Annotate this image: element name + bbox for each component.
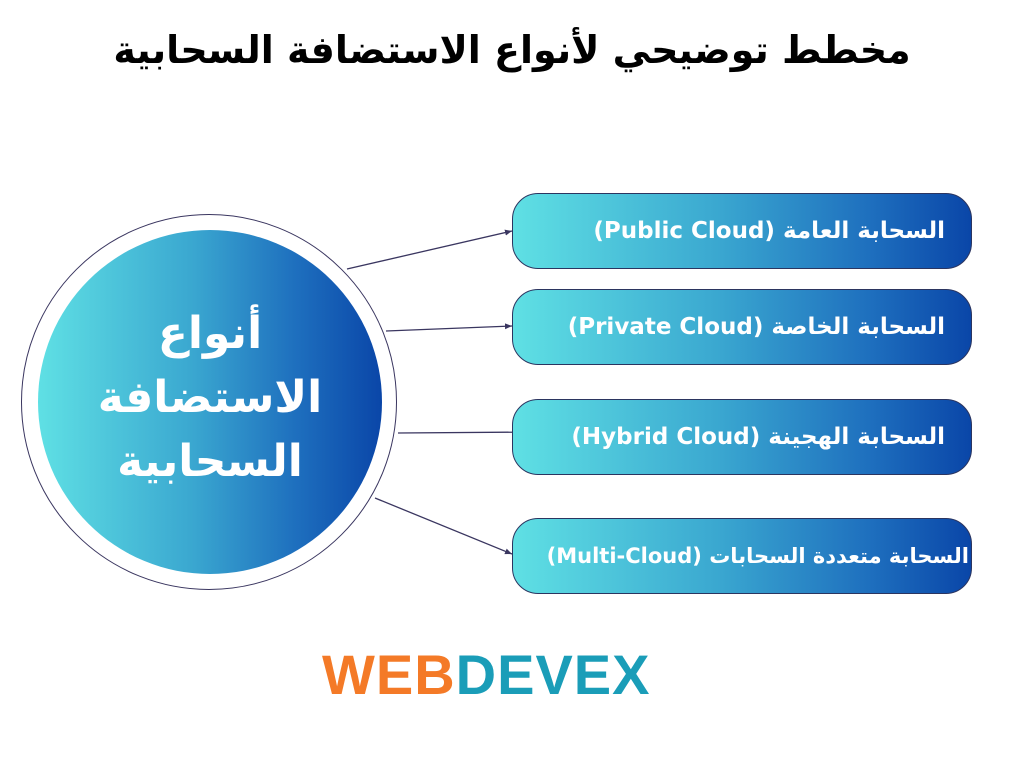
webdevex-logo: WEBDEVEX — [322, 640, 651, 710]
hub-circle: أنواع الاستضافة السحابية — [38, 230, 382, 574]
hub-label: أنواع الاستضافة السحابية — [98, 302, 322, 494]
connector-public-cloud — [346, 229, 513, 270]
connector-private-cloud — [385, 323, 513, 332]
diagram-title: مخطط توضيحي لأنواع الاستضافة السحابية — [113, 28, 911, 72]
hub-label-line-2: الاستضافة — [97, 372, 323, 423]
box-multi-cloud-label: السحابة متعددة السحابات (Multi-Cloud) — [546, 544, 969, 568]
hub-label-line-3: السحابية — [117, 436, 303, 487]
hub-label-line-1: أنواع — [157, 308, 263, 359]
box-hybrid-cloud-label: السحابة الهجينة (Hybrid Cloud) — [571, 424, 945, 450]
box-public-cloud-label: السحابة العامة (Public Cloud) — [593, 218, 945, 244]
box-private-cloud-label: السحابة الخاصة (Private Cloud) — [567, 314, 945, 340]
box-hybrid-cloud: السحابة الهجينة (Hybrid Cloud) — [512, 399, 972, 475]
box-public-cloud: السحابة العامة (Public Cloud) — [512, 193, 972, 269]
logo-part-devex: DEVEX — [455, 643, 651, 706]
connector-multi-cloud — [374, 497, 513, 555]
logo-part-web: WEB — [322, 643, 456, 706]
box-private-cloud: السحابة الخاصة (Private Cloud) — [512, 289, 972, 365]
box-multi-cloud: السحابة متعددة السحابات (Multi-Cloud) — [512, 518, 972, 594]
